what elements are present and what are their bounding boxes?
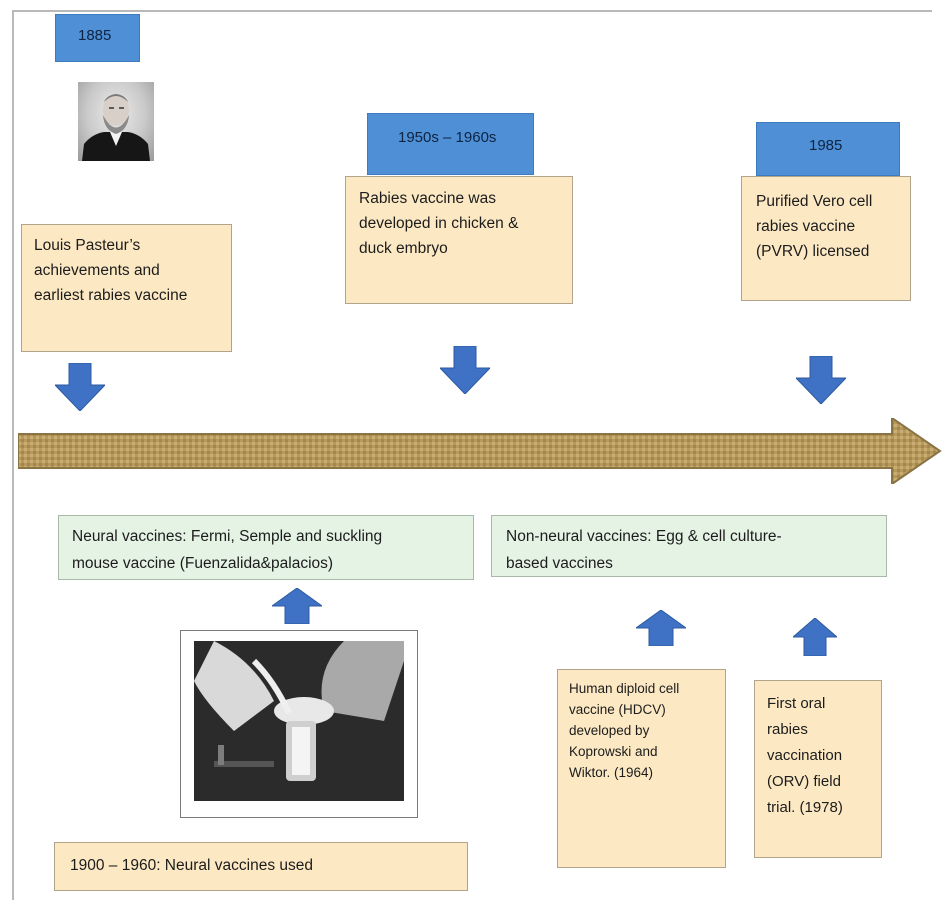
note-line: rabies vaccine (756, 218, 856, 235)
year-label-1885: 1885 (55, 14, 140, 62)
note-line: achievements and (34, 262, 160, 279)
category-neural-vaccines: Neural vaccines: Fermi, Semple and suckl… (58, 515, 474, 580)
note-line: earliest rabies vaccine (34, 287, 188, 304)
down-arrow-icon (796, 356, 846, 404)
laboratory-photo (194, 641, 404, 801)
note-pasteur-achievements: Louis Pasteur’s achievements and earlies… (21, 224, 232, 352)
diagram-frame (12, 10, 932, 900)
down-arrow-icon (440, 346, 490, 394)
note-line: Koprowski and (569, 744, 658, 759)
note-line: Human diploid cell (569, 681, 680, 696)
up-arrow-icon (793, 618, 837, 656)
up-arrow-icon (272, 588, 322, 624)
note-line: Wiktor. (1964) (569, 765, 654, 780)
category-line: Neural vaccines: Fermi, Semple and suckl… (72, 528, 383, 545)
note-line: trial. (1978) (767, 799, 843, 816)
note-line: duck embryo (359, 240, 448, 257)
note-line: Purified Vero cell (756, 193, 873, 210)
note-line: vaccine (HDCV) (569, 702, 666, 717)
note-line: rabies (767, 721, 808, 738)
lab-photo-frame (180, 630, 418, 818)
note-neural-vaccines-used: 1900 – 1960: Neural vaccines used (54, 842, 468, 891)
note-line: (PVRV) licensed (756, 243, 870, 260)
note-line: First oral (767, 695, 826, 712)
down-arrow-icon (55, 363, 105, 411)
note-line: developed by (569, 723, 650, 738)
note-line: developed in chicken & (359, 215, 519, 232)
timeline-arrow (18, 418, 942, 484)
pasteur-portrait-photo (78, 82, 154, 161)
category-line: mouse vaccine (Fuenzalida&palacios) (72, 555, 334, 572)
note-oral-rabies-vaccination: First oral rabies vaccination (ORV) fiel… (754, 680, 882, 858)
category-non-neural-vaccines: Non-neural vaccines: Egg & cell culture-… (491, 515, 887, 577)
year-label-1985: 1985 (756, 122, 900, 176)
note-hdcv-koprowski-wiktor: Human diploid cell vaccine (HDCV) develo… (557, 669, 726, 868)
category-line: based vaccines (506, 555, 613, 572)
year-label-1950s-1960s: 1950s – 1960s (367, 113, 534, 175)
note-line: Louis Pasteur’s (34, 237, 141, 254)
note-line: vaccination (767, 747, 843, 764)
note-chicken-duck-embryo: Rabies vaccine was developed in chicken … (345, 176, 573, 304)
note-pvrv-licensed: Purified Vero cell rabies vaccine (PVRV)… (741, 176, 911, 301)
note-line: (ORV) field (767, 773, 841, 790)
category-line: Non-neural vaccines: Egg & cell culture- (506, 528, 782, 545)
up-arrow-icon (636, 610, 686, 646)
note-line: Rabies vaccine was (359, 190, 496, 207)
